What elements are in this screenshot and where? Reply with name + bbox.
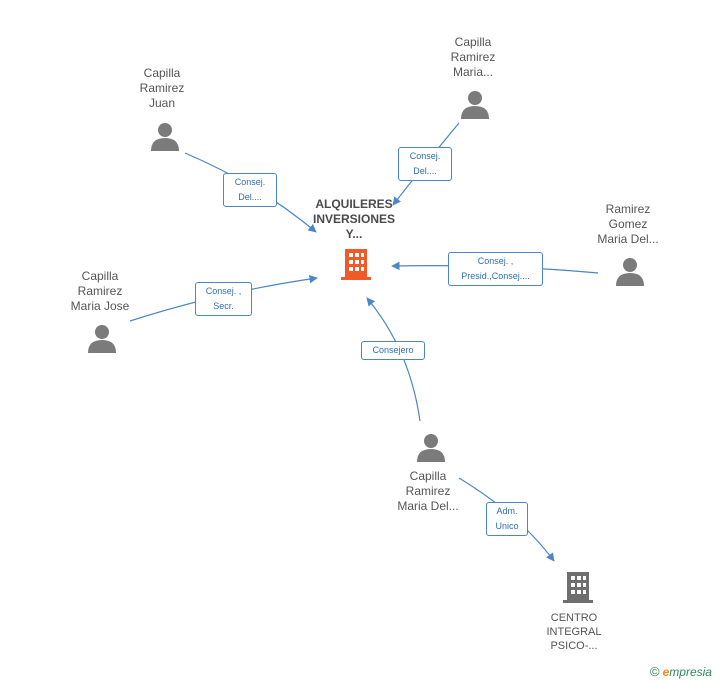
edge-label-consejero[interactable]: Consejero (361, 341, 425, 360)
edge-label-jose[interactable]: Consej. , Secr. (195, 282, 252, 316)
person-label-capilla-maria-jose[interactable]: Capilla Ramirez Maria Jose (70, 269, 130, 313)
person-label-ramirez-gomez[interactable]: Ramirez Gomez Maria Del... (597, 202, 659, 246)
brand-logo: ©empresia (650, 664, 712, 679)
person-label-capilla-juan[interactable]: Capilla Ramirez Juan (139, 66, 185, 110)
building-icon[interactable] (339, 247, 373, 283)
person-icon[interactable] (87, 323, 117, 353)
company-label-centro[interactable]: CENTRO INTEGRAL PSICO-... (546, 612, 602, 652)
person-icon[interactable] (416, 432, 446, 462)
person-icon[interactable] (150, 121, 180, 151)
person-icon[interactable] (615, 256, 645, 286)
edge-label-gomez[interactable]: Consej. , Presid.,Consej.... (448, 252, 543, 286)
center-company-label[interactable]: ALQUILERES INVERSIONES Y... (312, 197, 396, 241)
edge-label-maria-top[interactable]: Consej. Del.... (398, 147, 452, 181)
person-label-capilla-maria-top[interactable]: Capilla Ramirez Maria... (450, 35, 496, 79)
person-label-capilla-maria-del[interactable]: Capilla Ramirez Maria Del... (397, 469, 459, 513)
person-icon[interactable] (460, 89, 490, 119)
edge-label-juan[interactable]: Consej. Del.... (223, 173, 277, 207)
building-icon[interactable] (561, 570, 595, 606)
edge-label-adm[interactable]: Adm. Unico (486, 502, 528, 536)
